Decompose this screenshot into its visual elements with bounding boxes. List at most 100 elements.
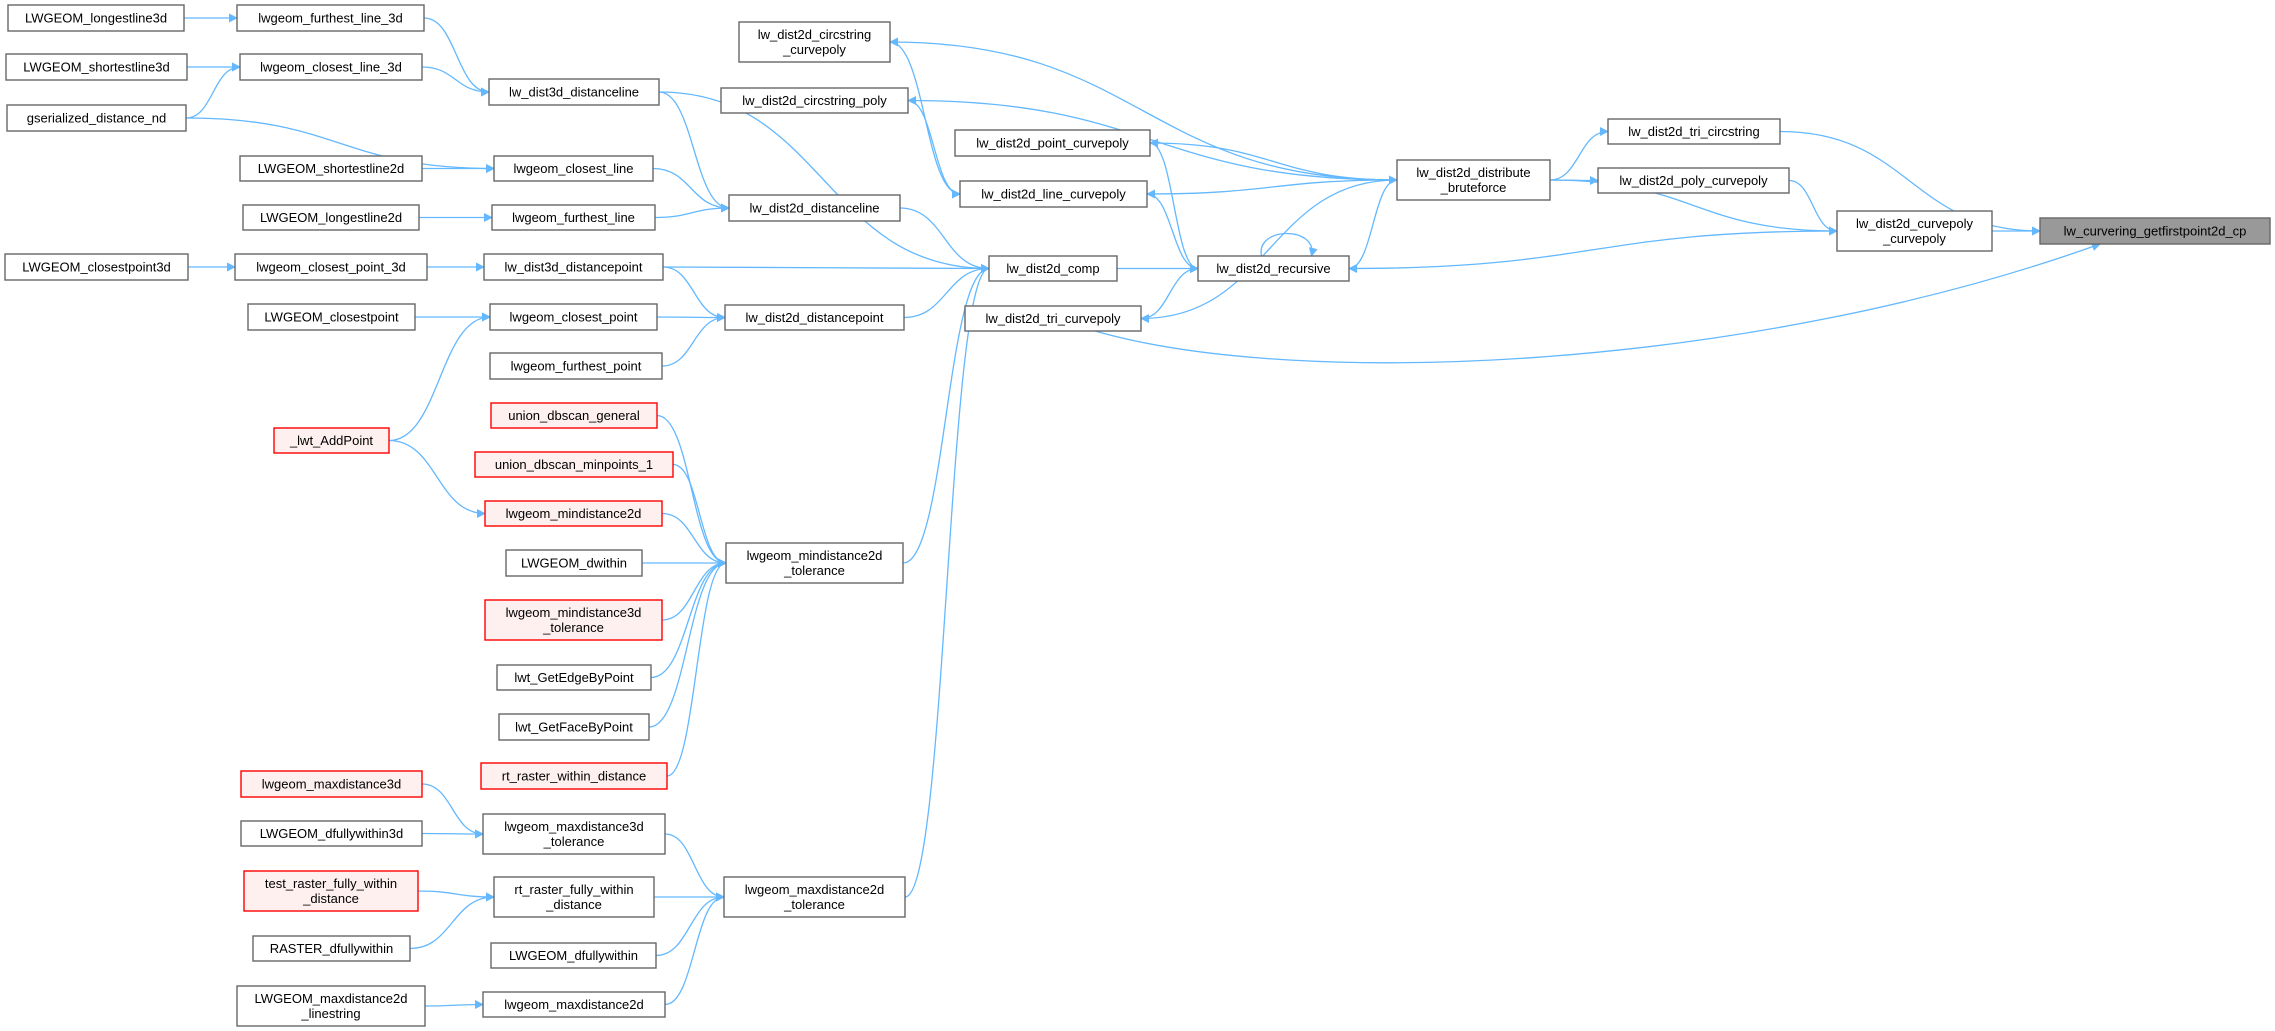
call-edge [899, 207, 990, 273]
function-node[interactable]: lwgeom_furthest_line [491, 204, 656, 231]
function-node[interactable]: LWGEOM_dfullywithin [490, 942, 657, 969]
function-node[interactable]: LWGEOM_longestline3d [7, 4, 185, 32]
function-node[interactable]: lwt_GetEdgeByPoint [496, 664, 652, 691]
node-box [273, 427, 390, 454]
function-node[interactable]: lwgeom_maxdistance2d_tolerance [723, 876, 906, 918]
node-box [724, 304, 905, 331]
function-node[interactable]: lwgeom_maxdistance2d [482, 991, 666, 1018]
call-edge [388, 312, 491, 442]
function-node[interactable]: lw_dist3d_distanceline [488, 78, 660, 106]
node-box [236, 4, 425, 32]
function-node[interactable]: lw_dist2d_distancepoint [724, 304, 905, 331]
function-node[interactable]: lwgeom_closest_line_3d [239, 53, 423, 81]
function-node[interactable]: lw_dist2d_point_curvepoly [954, 129, 1151, 157]
function-node[interactable]: _lwt_AddPoint [273, 427, 390, 454]
function-node[interactable]: lwgeom_mindistance2d_tolerance [725, 542, 904, 584]
node-label: lw_dist2d_distancepoint [745, 310, 883, 325]
function-node[interactable]: RASTER_dfullywithin [252, 935, 411, 962]
edge-line [185, 117, 495, 173]
node-box [484, 599, 663, 641]
node-box [1396, 159, 1551, 201]
function-node[interactable]: lwgeom_mindistance3d_tolerance [484, 599, 663, 641]
node-label: _linestring [300, 1006, 360, 1021]
function-node[interactable]: union_dbscan_general [490, 402, 658, 429]
node-label: lw_dist2d_tri_circstring [1628, 124, 1760, 139]
node-label: lw_dist2d_circstring [758, 27, 871, 42]
function-node[interactable]: lwgeom_furthest_line_3d [236, 4, 425, 32]
function-node[interactable]: LWGEOM_closestpoint3d [4, 253, 189, 281]
call-edge [664, 892, 725, 1006]
node-label: lwgeom_maxdistance3d [262, 777, 401, 792]
function-node[interactable]: LWGEOM_shortestline3d [5, 53, 188, 81]
function-node[interactable]: rt_raster_within_distance [480, 762, 668, 790]
call-edge [409, 892, 495, 950]
function-node[interactable]: lwgeom_maxdistance3d_tolerance [482, 813, 666, 855]
call-edge [185, 62, 241, 119]
node-label: _tolerance [542, 620, 604, 635]
node-label: lwt_GetFaceByPoint [515, 720, 633, 735]
function-node[interactable]: lw_dist2d_line_curvepoly [959, 180, 1148, 208]
function-node[interactable]: lw_dist2d_tri_circstring [1607, 118, 1781, 145]
edge-line [388, 439, 486, 518]
edge-line [662, 266, 726, 322]
function-node[interactable]: lw_dist2d_poly_curvepoly [1597, 167, 1790, 194]
function-node[interactable]: lw_dist2d_tri_curvepoly [964, 305, 1142, 332]
function-node[interactable]: lw_dist2d_curvepoly_curvepoly [1836, 210, 1993, 252]
function-node[interactable]: LWGEOM_dfullywithin3d [240, 820, 423, 847]
function-node[interactable]: LWGEOM_dwithin [505, 549, 643, 577]
function-node[interactable]: rt_raster_fully_within_distance [493, 876, 655, 918]
function-node[interactable]: LWGEOM_maxdistance2d_linestring [236, 985, 426, 1027]
function-node[interactable]: LWGEOM_longestline2d [242, 204, 420, 231]
call-edge [889, 37, 1398, 181]
node-box [493, 876, 655, 918]
function-node[interactable]: lwgeom_mindistance2d [484, 500, 663, 527]
call-edge [421, 829, 484, 839]
node-box [5, 53, 188, 81]
call-edge [421, 783, 484, 839]
node-label: _tolerance [783, 897, 845, 912]
focus-function-node[interactable]: lw_curvering_getfirstpoint2d_cp [2039, 217, 2271, 245]
edge-line [652, 167, 730, 213]
edge-line [672, 463, 727, 568]
node-label: lw_dist2d_poly_curvepoly [1619, 173, 1768, 188]
edge-line [664, 892, 725, 1006]
function-node[interactable]: gserialized_distance_nd [6, 104, 187, 132]
node-label: LWGEOM_longestline3d [25, 11, 167, 26]
function-node[interactable]: lwgeom_closest_point [489, 303, 658, 331]
function-node[interactable]: lwgeom_closest_line [493, 155, 654, 182]
node-box [239, 155, 423, 182]
node-label: lwgeom_mindistance3d [506, 605, 642, 620]
edge-line [421, 783, 484, 839]
function-node[interactable]: lw_dist2d_comp [988, 255, 1118, 282]
function-node[interactable]: lw_dist2d_circstring_poly [720, 87, 909, 114]
node-box [1597, 167, 1790, 194]
function-node[interactable]: lwt_GetFaceByPoint [498, 713, 650, 741]
node-label: lw_dist2d_curvepoly [1856, 216, 1974, 231]
call-edge [652, 167, 730, 213]
function-node[interactable]: LWGEOM_shortestline2d [239, 155, 423, 182]
node-box [490, 942, 657, 969]
node-box [6, 104, 187, 132]
edge-line [1094, 242, 2101, 364]
node-box [725, 542, 904, 584]
function-node[interactable]: lw_dist2d_recursive [1197, 255, 1350, 282]
call-edge [1146, 193, 1199, 273]
function-node[interactable]: test_raster_fully_within_distance [243, 870, 419, 912]
edge-line [661, 512, 727, 568]
function-node[interactable]: lwgeom_furthest_point [489, 352, 663, 380]
function-node[interactable]: LWGEOM_closestpoint [247, 303, 416, 331]
function-node[interactable]: lwgeom_closest_point_3d [234, 253, 428, 281]
function-node[interactable]: lw_dist2d_distanceline [728, 194, 901, 222]
node-label: RASTER_dfullywithin [270, 941, 394, 956]
function-node[interactable]: lw_dist2d_circstring_curvepoly [738, 21, 891, 63]
node-label: lw_dist2d_distribute [1416, 165, 1530, 180]
node-label: lwgeom_furthest_line [512, 210, 635, 225]
call-edge [654, 203, 730, 219]
call-edge [907, 99, 961, 199]
node-label: LWGEOM_shortestline3d [23, 60, 169, 75]
function-node[interactable]: union_dbscan_minpoints_1 [474, 451, 674, 478]
node-label: _distance [545, 897, 602, 912]
function-node[interactable]: lw_dist3d_distancepoint [483, 253, 664, 281]
function-node[interactable]: lw_dist2d_distribute_bruteforce [1396, 159, 1551, 201]
function-node[interactable]: lwgeom_maxdistance3d [240, 770, 423, 798]
